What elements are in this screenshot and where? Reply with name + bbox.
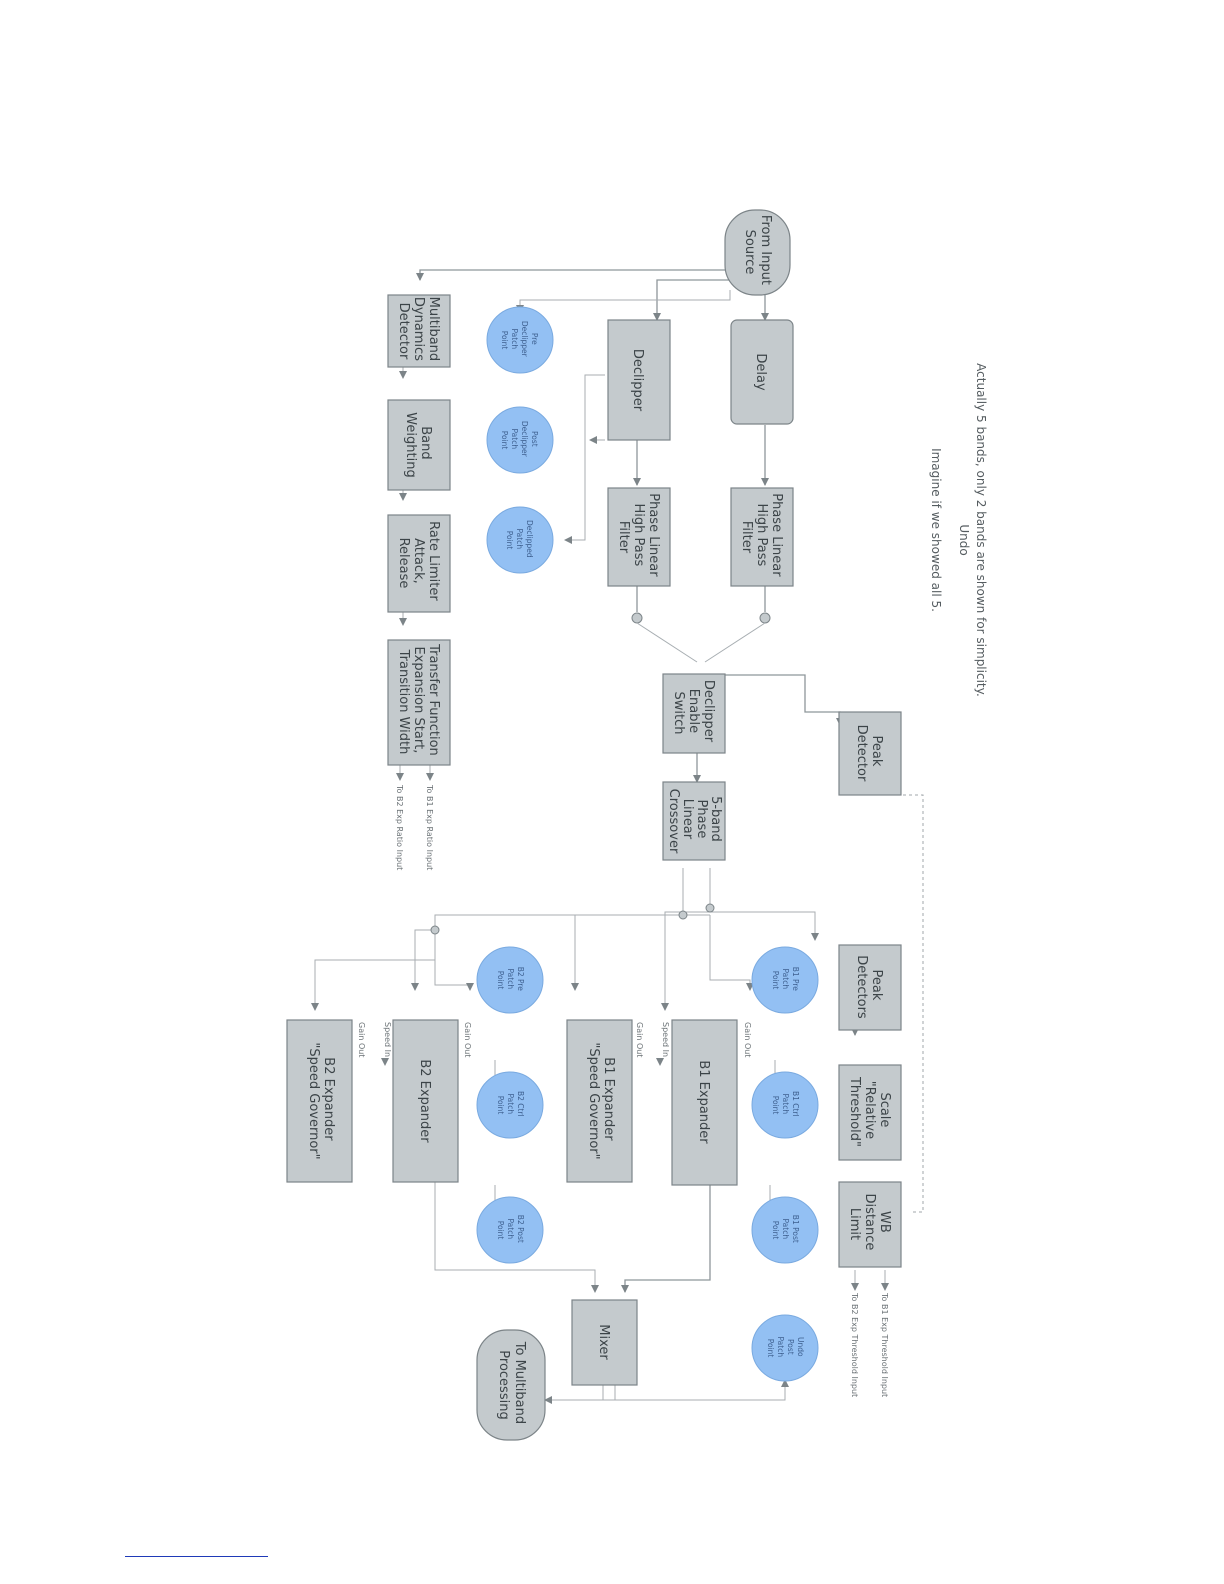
hpf1-label: Phase Linear High Pass Filter: [739, 493, 784, 581]
b2-pre-patch-label: B2 Pre Patch Point: [496, 967, 525, 994]
b1-expander-label: B1 Expander: [696, 1060, 711, 1144]
multiband-detector-label: Multiband Dynamics Detector: [396, 297, 441, 366]
b2-ctrl-patch-point: B2 Ctrl Patch Point: [476, 1071, 544, 1139]
edge-labels: To B1 Exp Ratio Input To B2 Exp Ratio In…: [357, 784, 889, 1397]
scale-threshold-label: Scale "Relative Threshold": [847, 1076, 892, 1147]
delay-label: Delay: [753, 353, 768, 391]
b1-post-patch-point: B1 Post Patch Point: [751, 1196, 819, 1264]
undo-post-patch-point: Undo Post Patch Point: [751, 1314, 819, 1382]
declipper-label: Declipper: [630, 349, 645, 412]
b1-governor-box: B1 Expander "Speed Governor": [566, 1019, 633, 1183]
b1-ctrl-patch-label: B1 Ctrl Patch Point: [771, 1091, 800, 1119]
crossover-label: 5-band Phase Linear Crossover: [666, 789, 723, 854]
b1-ctrl-patch-point: B1 Ctrl Patch Point: [751, 1071, 819, 1139]
declipper-switch-box: Declipper Enable Switch: [662, 673, 726, 754]
b1-post-patch-label: B1 Post Patch Point: [771, 1215, 800, 1245]
hpf2-label: Phase Linear High Pass Filter: [616, 493, 661, 581]
note-line-2: Imagine if we showed all 5.: [929, 448, 943, 612]
b2-ctrl-patch-label: B2 Ctrl Patch Point: [496, 1091, 525, 1119]
b1-pre-patch-point: B1 Pre Patch Point: [751, 946, 819, 1014]
delay-box: Delay: [730, 319, 794, 425]
declipped-patch-label: Declipped Patch Point: [505, 520, 534, 560]
b1-gain-out-top-label: Gain Out: [743, 1022, 752, 1057]
b1-gain-out-label: Gain Out: [635, 1022, 644, 1057]
pre-declipper-patch-label: Pre Declipper Patch Point: [500, 321, 539, 359]
b2-expander-box: B2 Expander: [392, 1019, 459, 1183]
footnote-separator: [125, 1556, 268, 1557]
wb-distance-box: WB Distance Limit: [838, 1181, 902, 1268]
undo-post-patch-label: Undo Post Patch Point: [766, 1337, 805, 1360]
to-multiband-label: To Multiband Processing: [496, 1341, 527, 1428]
declipped-patch-point: Declipped Patch Point: [486, 506, 554, 574]
input-source-terminal: From Input Source: [724, 209, 791, 296]
b2-speed-in-label: Speed In: [383, 1022, 392, 1057]
b2-pre-patch-point: B2 Pre Patch Point: [476, 946, 544, 1014]
wb-distance-label: WB Distance Limit: [847, 1194, 892, 1255]
to-b1-threshold-label: To B1 Exp Threshold Input: [880, 1292, 889, 1397]
mixer-label: Mixer: [596, 1324, 611, 1360]
b2-expander-label: B2 Expander: [417, 1059, 432, 1143]
b1-speed-in-label: Speed In: [661, 1022, 670, 1057]
note-title: Undo: [957, 524, 971, 555]
b1-pre-patch-label: B1 Pre Patch Point: [771, 967, 800, 994]
post-declipper-patch-label: Post Declipper Patch Point: [500, 421, 539, 459]
post-declipper-patch-point: Post Declipper Patch Point: [486, 406, 554, 474]
diagram-note: Undo Actually 5 bands, only 2 bands are …: [929, 363, 988, 697]
declipper-box: Declipper: [607, 319, 671, 441]
band-weighting-label: Band Weighting: [403, 412, 433, 477]
note-line-1: Actually 5 bands, only 2 bands are shown…: [974, 363, 988, 697]
b1-governor-label: B1 Expander "Speed Governor": [586, 1042, 616, 1159]
b2-governor-box: B2 Expander "Speed Governor": [286, 1019, 353, 1183]
mixer-box: Mixer: [571, 1299, 638, 1386]
crossover-box: 5-band Phase Linear Crossover: [662, 781, 726, 861]
b2-governor-label: B2 Expander "Speed Governor": [306, 1042, 336, 1159]
hpf2-box: Phase Linear High Pass Filter: [607, 487, 671, 587]
b2-gain-out-top-label: Gain Out: [463, 1022, 472, 1057]
to-b2-threshold-label: To B2 Exp Threshold Input: [850, 1292, 859, 1397]
b2-post-patch-point: B2 Post Patch Point: [476, 1196, 544, 1264]
b2-post-patch-label: B2 Post Patch Point: [496, 1215, 525, 1245]
scale-threshold-box: Scale "Relative Threshold": [838, 1064, 902, 1161]
multiband-detector-box: Multiband Dynamics Detector: [387, 294, 451, 368]
to-b2-ratio-label: To B2 Exp Ratio Input: [395, 784, 404, 870]
peak-detector-box: Peak Detector: [838, 711, 902, 796]
peak-detector-label: Peak Detector: [854, 725, 884, 782]
pre-declipper-patch-point: Pre Declipper Patch Point: [486, 306, 554, 374]
peak-detectors-box: Peak Detectors: [838, 944, 902, 1031]
peak-detectors-label: Peak Detectors: [854, 955, 884, 1019]
declipper-switch-label: Declipper Enable Switch: [671, 680, 716, 746]
b2-gain-out-label: Gain Out: [357, 1022, 366, 1057]
transfer-function-box: Transfer Function Expansion Start, Trans…: [387, 639, 451, 766]
connections: [311, 260, 924, 1404]
rate-limiter-label: Rate Limiter Attack, Release: [396, 521, 441, 605]
transfer-function-label: Transfer Function Expansion Start, Trans…: [396, 643, 441, 760]
to-multiband-terminal: To Multiband Processing: [476, 1329, 546, 1441]
band-weighting-box: Band Weighting: [387, 399, 451, 491]
to-b1-ratio-label: To B1 Exp Ratio Input: [425, 784, 434, 870]
rate-limiter-box: Rate Limiter Attack, Release: [387, 514, 451, 613]
b1-expander-box: B1 Expander: [671, 1019, 738, 1186]
input-source-label: From Input Source: [742, 215, 773, 289]
hpf1-box: Phase Linear High Pass Filter: [730, 487, 794, 587]
